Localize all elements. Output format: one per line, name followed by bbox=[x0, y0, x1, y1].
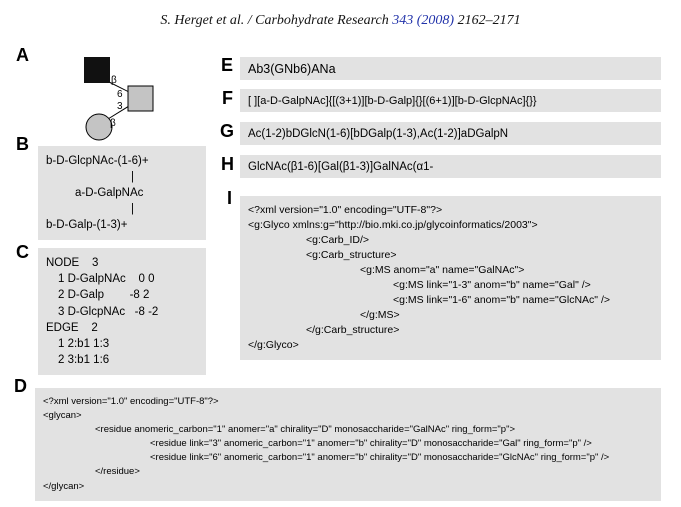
lower-position-label: 3 bbox=[117, 101, 123, 112]
panel-b-box: b-D-GlcpNAc-(1-6)+|a-D-GalpNAc|b-D-Galp-… bbox=[38, 146, 206, 240]
running-head-volume: 343 (2008) bbox=[388, 13, 458, 28]
code-line: a-D-GalpNAc bbox=[75, 187, 144, 199]
code-line: <g:MS anom="a" name="GalNAc"> bbox=[360, 264, 525, 276]
code-line: </g:Carb_structure> bbox=[306, 324, 400, 336]
running-head: S. Herget et al. / Carbohydrate Research… bbox=[0, 13, 681, 29]
panel-g-bar: Ac(1-2)bDGlcN(1-6)[bDGalp(1-3),Ac(1-2)]a… bbox=[240, 122, 661, 145]
code-line: 2 3:b1 1:6 bbox=[58, 354, 110, 367]
upper-position-label: 6 bbox=[117, 89, 123, 100]
code-line: </g:Glyco> bbox=[248, 339, 299, 351]
panel-h-bar: GlcNAc(β1-6)[Gal(β1-3)]GalNAc(α1- bbox=[240, 155, 661, 178]
panel-label-a: A bbox=[16, 45, 29, 65]
code-line: </g:MS> bbox=[360, 309, 400, 321]
code-line: </glycan> bbox=[43, 480, 85, 492]
panel-label-c: C bbox=[16, 242, 29, 262]
panel-label-b: B bbox=[16, 134, 29, 154]
panel-g-text: Ac(1-2)bDGlcN(1-6)[bDGalp(1-3),Ac(1-2)]a… bbox=[248, 127, 509, 140]
panel-label-i: I bbox=[227, 188, 233, 208]
code-line: <glycan> bbox=[43, 410, 82, 422]
panel-label-e: E bbox=[221, 55, 234, 75]
code-line: NODE 3 bbox=[46, 257, 99, 269]
code-line: <g:MS link="1-6" anom="b" name="GlcNAc" … bbox=[393, 294, 611, 306]
code-line: <residue link="3" anomeric_carbon="1" an… bbox=[150, 438, 592, 450]
code-line: 2 D-Galp -8 2 bbox=[58, 289, 150, 302]
code-line: <g:Carb_structure> bbox=[306, 249, 397, 261]
black-square-icon bbox=[84, 57, 110, 83]
panel-label-f: F bbox=[222, 88, 233, 108]
panel-e-bar: Ab3(GNb6)ANa bbox=[240, 57, 661, 80]
code-line: <?xml version="1.0" encoding="UTF-8"?> bbox=[43, 396, 219, 407]
lower-anomer-label: β bbox=[110, 118, 116, 129]
gray-circle-icon bbox=[85, 113, 113, 141]
code-line: b-D-GlcpNAc-(1-6)+ bbox=[46, 155, 149, 167]
panel-label-h: H bbox=[221, 154, 234, 174]
panel-i-box: <?xml version="1.0" encoding="UTF-8"?> <g… bbox=[240, 196, 661, 360]
running-head-pages: 2162–2171 bbox=[457, 13, 521, 28]
code-line: <g:Glyco xmlns:g="http://bio.mki.co.jp/g… bbox=[248, 219, 538, 231]
panel-e-text: Ab3(GNb6)ANa bbox=[248, 61, 336, 76]
code-line: </residue> bbox=[95, 466, 140, 478]
panel-c-box: NODE 3 1 D-GalpNAc 0 0 2 D-Galp -8 2 3 D-Gl… bbox=[38, 248, 206, 375]
panel-label-d: D bbox=[14, 376, 27, 396]
panel-label-g: G bbox=[220, 121, 235, 141]
code-line: <residue link="6" anomeric_carbon="1" an… bbox=[150, 452, 610, 464]
code-line: <residue anomeric_carbon="1" anomer="a" … bbox=[95, 424, 515, 436]
code-line: | bbox=[131, 203, 134, 215]
running-head-authors: S. Herget et al. / Carbohydrate Research bbox=[160, 13, 389, 28]
code-line: EDGE 2 bbox=[46, 321, 98, 334]
code-line: <g:Carb_ID/> bbox=[306, 234, 370, 246]
code-line: b-D-Galp-(1-3)+ bbox=[46, 219, 128, 231]
code-line: | bbox=[131, 171, 134, 183]
code-line: <g:MS link="1-3" anom="b" name="Gal" /> bbox=[393, 279, 591, 291]
panel-h-text: GlcNAc(β1-6)[Gal(β1-3)]GalNAc(α1- bbox=[248, 160, 434, 173]
code-line: 1 D-GalpNAc 0 0 bbox=[58, 273, 155, 286]
panel-f-bar: [ ][a-D-GalpNAc]{[(3+1)][b-D-Galp]{}[(6+… bbox=[240, 89, 661, 112]
glycan-symbol-diagram: β 6 β 3 bbox=[84, 57, 154, 141]
linkage-line-upper bbox=[108, 81, 130, 93]
gray-square-icon bbox=[127, 85, 154, 112]
code-line: 3 D-GlcpNAc -8 -2 bbox=[58, 305, 159, 318]
code-line: <?xml version="1.0" encoding="UTF-8"?> bbox=[248, 204, 443, 216]
panel-d-box: <?xml version="1.0" encoding="UTF-8"?> <g… bbox=[35, 388, 661, 501]
code-line: 1 2:b1 1:3 bbox=[58, 338, 110, 351]
upper-anomer-label: β bbox=[111, 75, 117, 86]
linkage-line-lower bbox=[107, 105, 130, 120]
panel-f-text: [ ][a-D-GalpNAc]{[(3+1)][b-D-Galp]{}[(6+… bbox=[248, 94, 537, 107]
